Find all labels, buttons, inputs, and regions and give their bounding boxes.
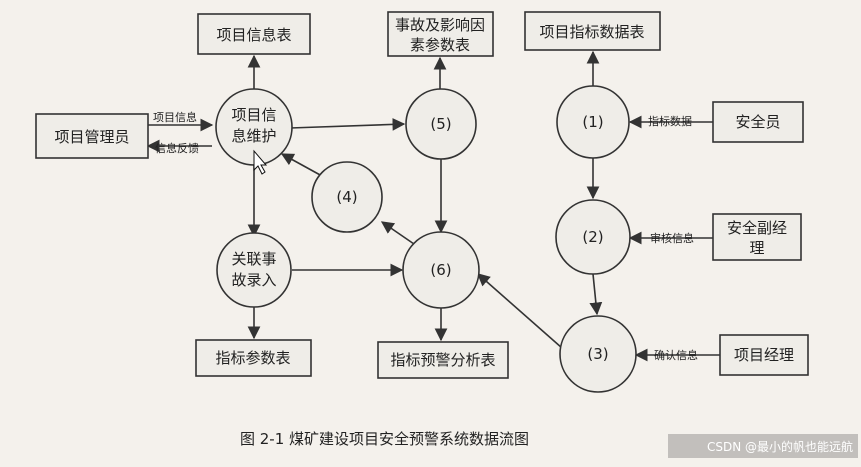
flow-label-project-info: 项目信息 bbox=[153, 110, 197, 124]
node-warning-table: 指标预警分析表 bbox=[377, 341, 509, 379]
csdn-watermark: CSDN @最小的帆也能远航 bbox=[707, 439, 853, 454]
flow-label-review-info: 审核信息 bbox=[650, 231, 694, 245]
node-accident-table-line1: 事故及影响因 bbox=[395, 16, 485, 34]
process-info-maintenance-line1: 项目信 bbox=[231, 106, 276, 124]
process-accident-entry-line2: 故录入 bbox=[231, 271, 276, 289]
process-4: (4) bbox=[311, 161, 383, 233]
node-project-admin-label: 项目管理员 bbox=[54, 128, 129, 146]
node-info-table: 项目信息表 bbox=[197, 13, 311, 55]
edge-p4-to-maint bbox=[280, 153, 323, 177]
node-project-manager: 项目经理 bbox=[719, 334, 809, 376]
node-safety-officer: 安全员 bbox=[712, 101, 804, 143]
node-indicator-data-table-label: 项目指标数据表 bbox=[539, 23, 644, 41]
figure-caption: 图 2-1 煤矿建设项目安全预警系统数据流图 bbox=[240, 430, 529, 448]
node-deputy-manager: 安全副经 理 bbox=[712, 213, 802, 261]
process-6: (6) bbox=[402, 231, 480, 309]
process-4-label: (4) bbox=[336, 188, 357, 206]
edge-p2-to-p3 bbox=[589, 273, 603, 316]
node-accident-table: 事故及影响因 素参数表 bbox=[387, 11, 494, 57]
node-project-admin: 项目管理员 bbox=[35, 113, 149, 159]
node-info-table-label: 项目信息表 bbox=[216, 26, 291, 44]
node-indicator-data-table: 项目指标数据表 bbox=[524, 11, 661, 51]
watermark-backdrop bbox=[668, 434, 858, 458]
process-accident-entry: 关联事 故录入 bbox=[216, 232, 292, 308]
process-2-label: (2) bbox=[582, 228, 603, 246]
node-accident-table-line2: 素参数表 bbox=[410, 36, 470, 54]
edges bbox=[146, 50, 720, 362]
process-3: (3) bbox=[559, 315, 637, 393]
process-info-maintenance: 项目信 息维护 bbox=[215, 88, 293, 166]
node-project-manager-label: 项目经理 bbox=[734, 346, 794, 364]
edge-p6-to-p4 bbox=[380, 221, 415, 245]
node-safety-officer-label: 安全员 bbox=[735, 113, 780, 131]
process-3-label: (3) bbox=[587, 345, 608, 363]
edge-maint-to-p5 bbox=[289, 118, 406, 131]
flow-label-info-feedback: 信息反馈 bbox=[155, 141, 199, 155]
process-1-label: (1) bbox=[582, 113, 603, 131]
node-warning-table-label: 指标预警分析表 bbox=[390, 351, 495, 369]
flow-label-confirm-info: 确认信息 bbox=[654, 348, 698, 362]
flow-label-indicator-data: 指标数据 bbox=[648, 114, 692, 128]
edge-p3-to-p6 bbox=[477, 273, 563, 349]
process-2: (2) bbox=[555, 199, 631, 275]
mouse-cursor-icon bbox=[253, 149, 268, 175]
node-deputy-manager-line1: 安全副经 bbox=[727, 219, 787, 237]
process-accident-entry-line1: 关联事 bbox=[231, 250, 276, 268]
process-5-label: (5) bbox=[430, 115, 451, 133]
process-info-maintenance-line2: 息维护 bbox=[231, 127, 276, 145]
node-param-table-label: 指标参数表 bbox=[215, 349, 290, 367]
flow-labels: 项目信息 信息反馈 指标数据 审核信息 确认信息 bbox=[153, 110, 698, 362]
process-6-label: (6) bbox=[430, 261, 451, 279]
node-param-table: 指标参数表 bbox=[195, 339, 312, 377]
node-deputy-manager-line2: 理 bbox=[749, 239, 764, 257]
process-5: (5) bbox=[405, 88, 477, 160]
process-1: (1) bbox=[556, 85, 630, 159]
